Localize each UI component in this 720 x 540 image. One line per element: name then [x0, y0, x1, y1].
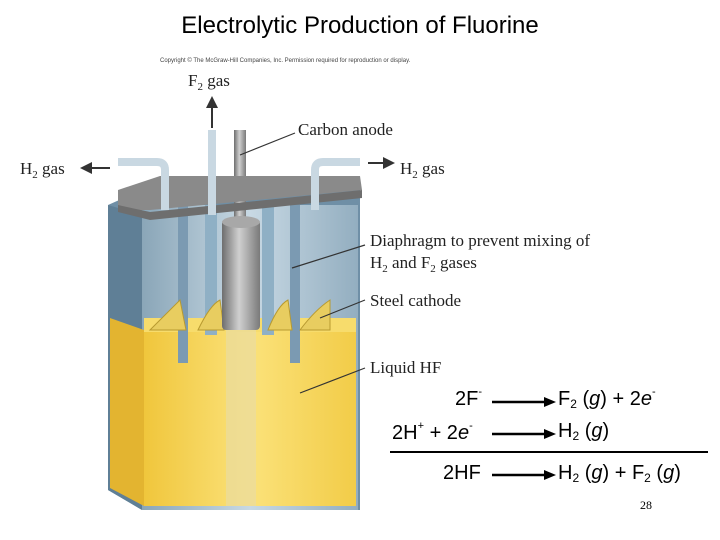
steel-cathode-label: Steel cathode	[370, 291, 461, 310]
h2-gas-right-label: H2 gas	[400, 159, 445, 181]
h2-gas-left-label: H2 gas	[20, 159, 65, 181]
diaphragm-label-line1: Diaphragm to prevent mixing of	[370, 231, 590, 250]
steel-cathode	[148, 298, 331, 331]
reaction-arrows	[390, 397, 708, 480]
gas-arrows	[80, 96, 395, 174]
equation-1-right: F2 (g) + 2e-	[558, 386, 656, 411]
slide-title: Electrolytic Production of Fluorine	[181, 12, 539, 39]
leader-lines	[239, 132, 366, 394]
equation-2-right: H2 (g)	[558, 420, 610, 443]
equation-3-right: H2 (g) + F2 (g)	[558, 462, 681, 485]
equation-2-left: 2H+ + 2e-	[392, 420, 473, 444]
diaphragm	[178, 205, 300, 363]
carbon-anode-label: Carbon anode	[298, 120, 393, 139]
f2-gas-label: F2 gas	[188, 71, 230, 93]
gas-tubes	[118, 130, 360, 215]
equation-1-left: 2F-	[455, 386, 483, 410]
equation-3-left: 2HF	[443, 462, 481, 484]
liquid-hf-label: Liquid HF	[370, 358, 441, 377]
diaphragm-label-line2: H2 and F2 gases	[370, 253, 477, 275]
tank-lid	[118, 176, 362, 220]
page-number: 28	[640, 498, 652, 512]
copyright-notice: Copyright © The McGraw-Hill Companies, I…	[160, 58, 411, 64]
